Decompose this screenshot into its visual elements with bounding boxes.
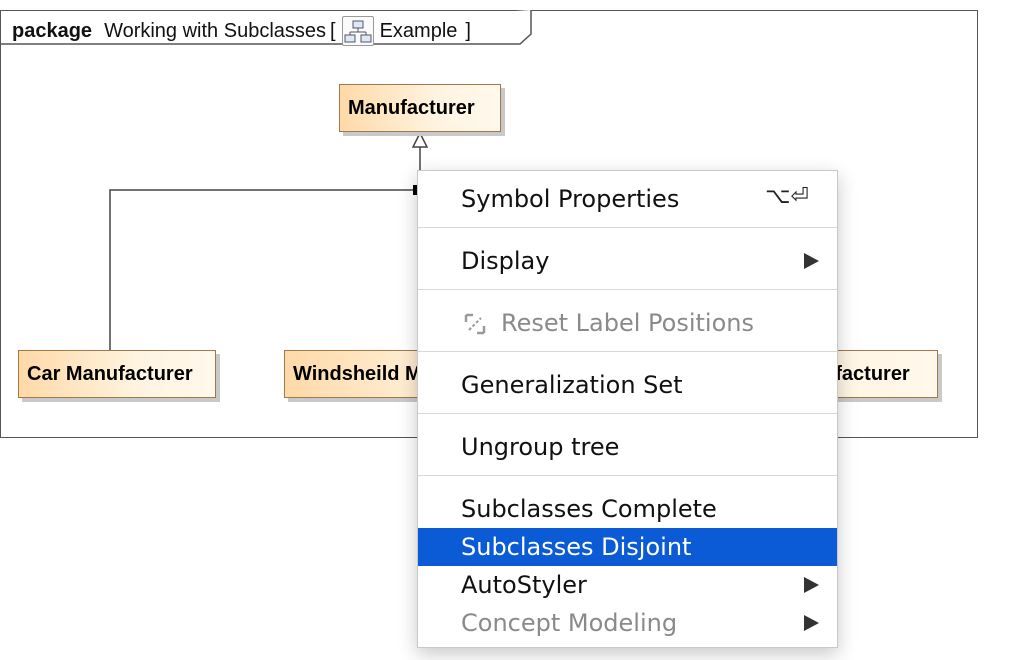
menu-separator xyxy=(418,351,837,352)
menu-item-generalization-set[interactable]: Generalization Set xyxy=(418,366,837,404)
menu-item-label: AutoStyler xyxy=(461,571,587,599)
keyboard-shortcut: ⌥⏎ xyxy=(765,184,809,209)
frame-diagram-name: Working with Subclasses xyxy=(104,19,327,42)
frame-bracket-close: ] xyxy=(465,19,471,42)
submenu-arrow-icon xyxy=(804,253,819,269)
menu-item-ungroup-tree[interactable]: Ungroup tree xyxy=(418,428,837,466)
menu-item-symbol-properties[interactable]: Symbol Properties ⌥⏎ xyxy=(418,180,837,218)
frame-bracket-open: [ xyxy=(330,19,336,42)
menu-item-label: Concept Modeling xyxy=(461,609,678,637)
frame-kind: package xyxy=(12,19,93,42)
class-car-manufacturer[interactable]: Car Manufacturer xyxy=(18,350,216,398)
menu-item-label: Generalization Set xyxy=(461,371,683,399)
frame-tab-outline xyxy=(0,10,532,45)
menu-item-concept-modeling[interactable]: Concept Modeling xyxy=(418,604,837,642)
menu-item-label: Reset Label Positions xyxy=(501,309,754,337)
class-manufacturer[interactable]: Manufacturer xyxy=(339,84,501,132)
class-name: Manufacturer xyxy=(348,96,475,119)
menu-item-label: Ungroup tree xyxy=(461,433,620,461)
menu-separator xyxy=(418,413,837,414)
menu-separator xyxy=(418,227,837,228)
submenu-arrow-icon xyxy=(804,615,819,631)
context-menu[interactable]: Symbol Properties ⌥⏎ Display Reset Label… xyxy=(417,170,838,648)
tree-branch-line[interactable] xyxy=(109,189,420,350)
menu-item-subclasses-disjoint[interactable]: Subclasses Disjoint xyxy=(418,528,837,566)
menu-item-label: Subclasses Disjoint xyxy=(461,533,692,561)
menu-item-reset-label-positions[interactable]: Reset Label Positions xyxy=(418,304,837,342)
menu-item-label: Symbol Properties xyxy=(461,185,680,213)
menu-item-display[interactable]: Display xyxy=(418,242,837,280)
menu-item-autostyler[interactable]: AutoStyler xyxy=(418,566,837,604)
menu-item-subclasses-complete[interactable]: Subclasses Complete xyxy=(418,490,837,528)
submenu-arrow-icon xyxy=(804,577,819,593)
frame-header-tab: package Working with Subclasses [ Exampl… xyxy=(0,10,532,46)
frame-title: package Working with Subclasses [ Exampl… xyxy=(12,16,471,46)
menu-separator xyxy=(418,475,837,476)
reset-positions-icon xyxy=(463,312,487,336)
class-diagram-icon xyxy=(341,16,374,46)
generalization-arrowhead xyxy=(411,131,429,148)
frame-diagram-type: Example xyxy=(379,19,458,42)
menu-separator xyxy=(418,289,837,290)
menu-item-label: Subclasses Complete xyxy=(461,495,717,523)
class-name: Car Manufacturer xyxy=(27,362,193,385)
menu-item-label: Display xyxy=(461,247,550,275)
